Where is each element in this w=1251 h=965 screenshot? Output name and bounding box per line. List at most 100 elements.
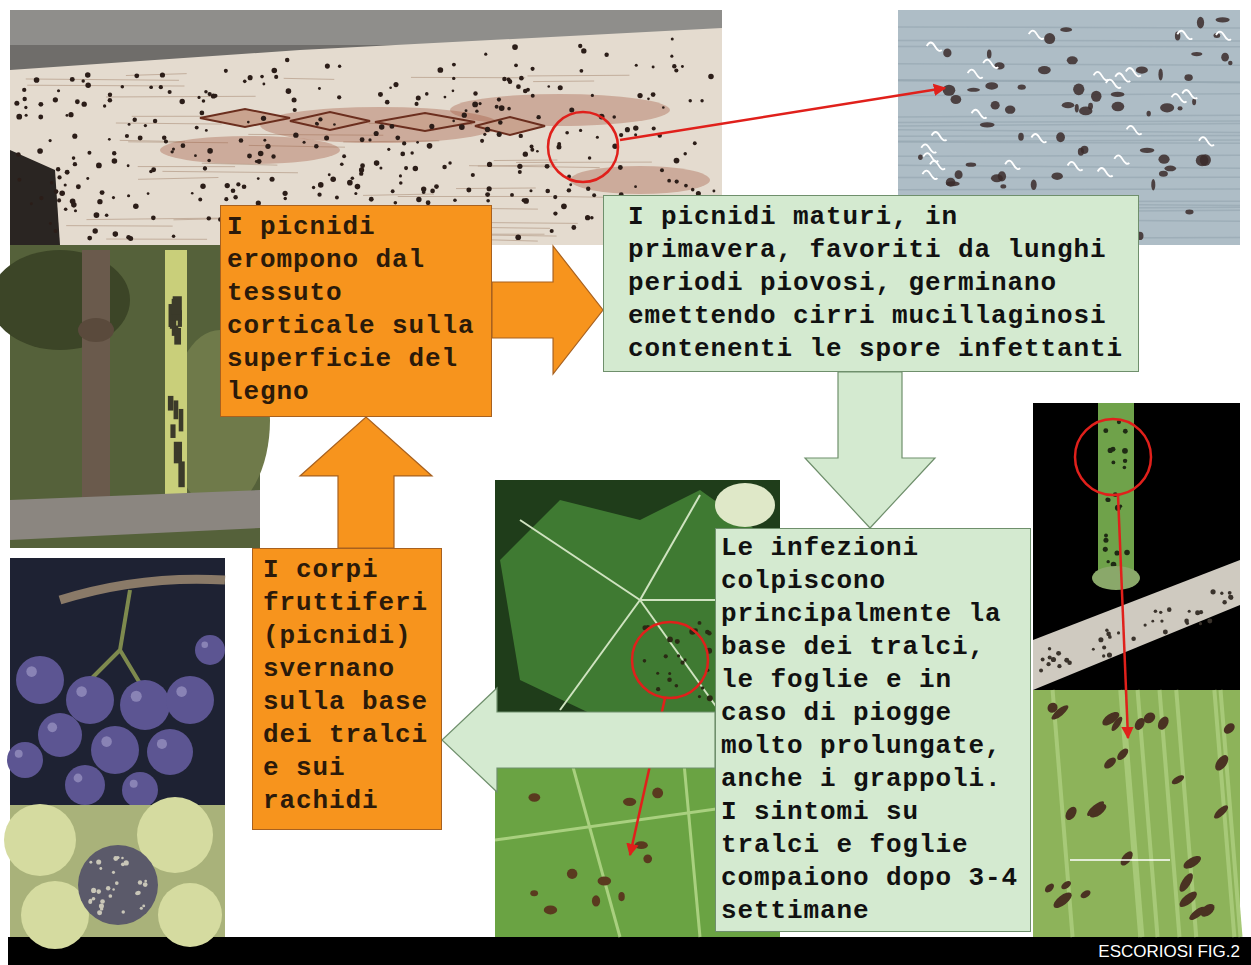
pycnidium-dot: [292, 97, 297, 102]
pycnidium-dot: [113, 231, 119, 237]
pycnidium-dot: [105, 213, 109, 217]
vine-node: [78, 318, 114, 342]
pycnidium-dot: [342, 154, 346, 158]
shoot-lesion: [1100, 709, 1122, 728]
pycnidium-dot: [247, 121, 250, 124]
shoot-lesion: [174, 328, 181, 345]
pycnidium-dot: [558, 85, 563, 90]
spore-cirrus: [1068, 162, 1083, 170]
shoot-lesion: [1108, 448, 1113, 453]
bark-streak: [398, 196, 553, 197]
pycnidium-dot: [50, 181, 54, 185]
spore-cirrus: [1126, 68, 1141, 76]
pycnidium-dot: [59, 190, 65, 196]
pycnidium-dot: [1229, 595, 1234, 600]
pycnidium-dot: [340, 162, 344, 166]
leaf-spot: [707, 695, 713, 701]
pycnidium-dot: [1210, 589, 1215, 594]
pycnidium-dot: [499, 105, 505, 111]
pycnidium-dot: [87, 236, 92, 241]
pycnidium-dot: [596, 136, 599, 139]
spore-cirrus: [1029, 31, 1044, 39]
pycnidium-dot: [172, 148, 175, 151]
pycnidium-dot: [444, 96, 447, 99]
grape-highlight: [76, 686, 87, 697]
pycnidium-dot: [1196, 154, 1209, 166]
process-box: I picnidi maturi, in primavera, favoriti…: [603, 195, 1139, 372]
pycnidium-dot: [394, 201, 398, 205]
grape-berry: [91, 726, 139, 774]
pycnidium-dot: [127, 194, 130, 197]
leaf-spot: [592, 895, 600, 906]
grape-highlight: [26, 666, 37, 677]
grape-highlight: [130, 780, 138, 788]
pycnidium-dot: [233, 195, 237, 199]
leaf-vein: [640, 495, 700, 600]
pycnidium-dot: [1160, 103, 1174, 112]
bark-discolouration: [160, 136, 340, 164]
pycnidium-dot: [338, 65, 341, 68]
leaf-spot: [656, 687, 660, 691]
pycnidium-dot: [121, 857, 124, 860]
shoot-lesion: [1156, 715, 1171, 732]
pycnidium-dot: [1064, 658, 1069, 663]
pycnidium-dot: [391, 189, 395, 193]
pycnidium-dot: [1092, 648, 1095, 651]
pycnidium-dot: [54, 229, 58, 233]
diseased-berry: [78, 845, 158, 925]
pycnidium-dot: [317, 193, 321, 197]
pycnidium-dot: [121, 862, 125, 866]
pycnidium-dot: [38, 102, 43, 107]
pycnidium-dot: [293, 133, 298, 138]
pycnidium-dot: [54, 189, 59, 194]
pycnidium-dot: [1159, 171, 1168, 177]
pycnidium-dot: [1144, 623, 1147, 626]
pycnidium-dot: [1078, 148, 1084, 156]
spore-cirrus: [1094, 72, 1109, 80]
pycnidium-dot: [1091, 91, 1101, 102]
pycnidium-dot: [1191, 52, 1202, 56]
pycnidium-dot: [530, 144, 534, 148]
pycnidium-dot: [434, 184, 439, 189]
pycnidium-dot: [1197, 17, 1204, 29]
grape-highlight: [201, 641, 208, 648]
pycnidium-dot: [211, 93, 216, 98]
pycnidium-dot: [1164, 166, 1176, 172]
pycnidium-dot: [72, 156, 76, 160]
pycnidium-dot: [1046, 662, 1050, 666]
bark-streak: [898, 142, 1240, 143]
shoot-lesion: [1213, 753, 1231, 773]
pycnidium-dot: [389, 124, 394, 129]
bark-streak: [106, 96, 256, 98]
pycnidium-dot: [76, 184, 81, 189]
pycnidium-dot: [360, 137, 365, 142]
bark-streak: [898, 121, 1240, 123]
pycnidium-dot: [1228, 595, 1233, 600]
pycnidium-dot: [1018, 85, 1026, 90]
shoot-lesion: [172, 299, 181, 315]
pycnidium-dot: [442, 165, 447, 170]
pycnidium-dot: [591, 94, 594, 97]
pycnidium-dot: [37, 148, 43, 154]
pycnidium-dot: [270, 177, 275, 182]
vine-cane: [82, 250, 110, 515]
figure-caption: ESCORIOSI FIG.2: [1098, 938, 1240, 965]
pycnidium-dot: [402, 141, 406, 145]
pycnidium-dot: [1222, 600, 1226, 604]
block-arrow: [805, 372, 935, 528]
leaf-spot: [675, 639, 680, 644]
pycnidium-dot: [134, 73, 139, 78]
cane-lesion: [200, 109, 290, 127]
grape-berry: [195, 635, 225, 665]
photo-shadow: [10, 150, 60, 245]
pycnidium-dot: [404, 166, 408, 170]
shoot-lesion: [178, 461, 184, 487]
pycnidium-dot: [1044, 33, 1055, 44]
pycnidium-dot: [1073, 84, 1084, 96]
highlight-circle: [632, 622, 708, 698]
pycnidium-dot: [164, 139, 168, 143]
pycnidium-dot: [557, 142, 561, 146]
pycnidium-dot: [452, 90, 455, 93]
pycnidium-dot: [125, 134, 129, 138]
